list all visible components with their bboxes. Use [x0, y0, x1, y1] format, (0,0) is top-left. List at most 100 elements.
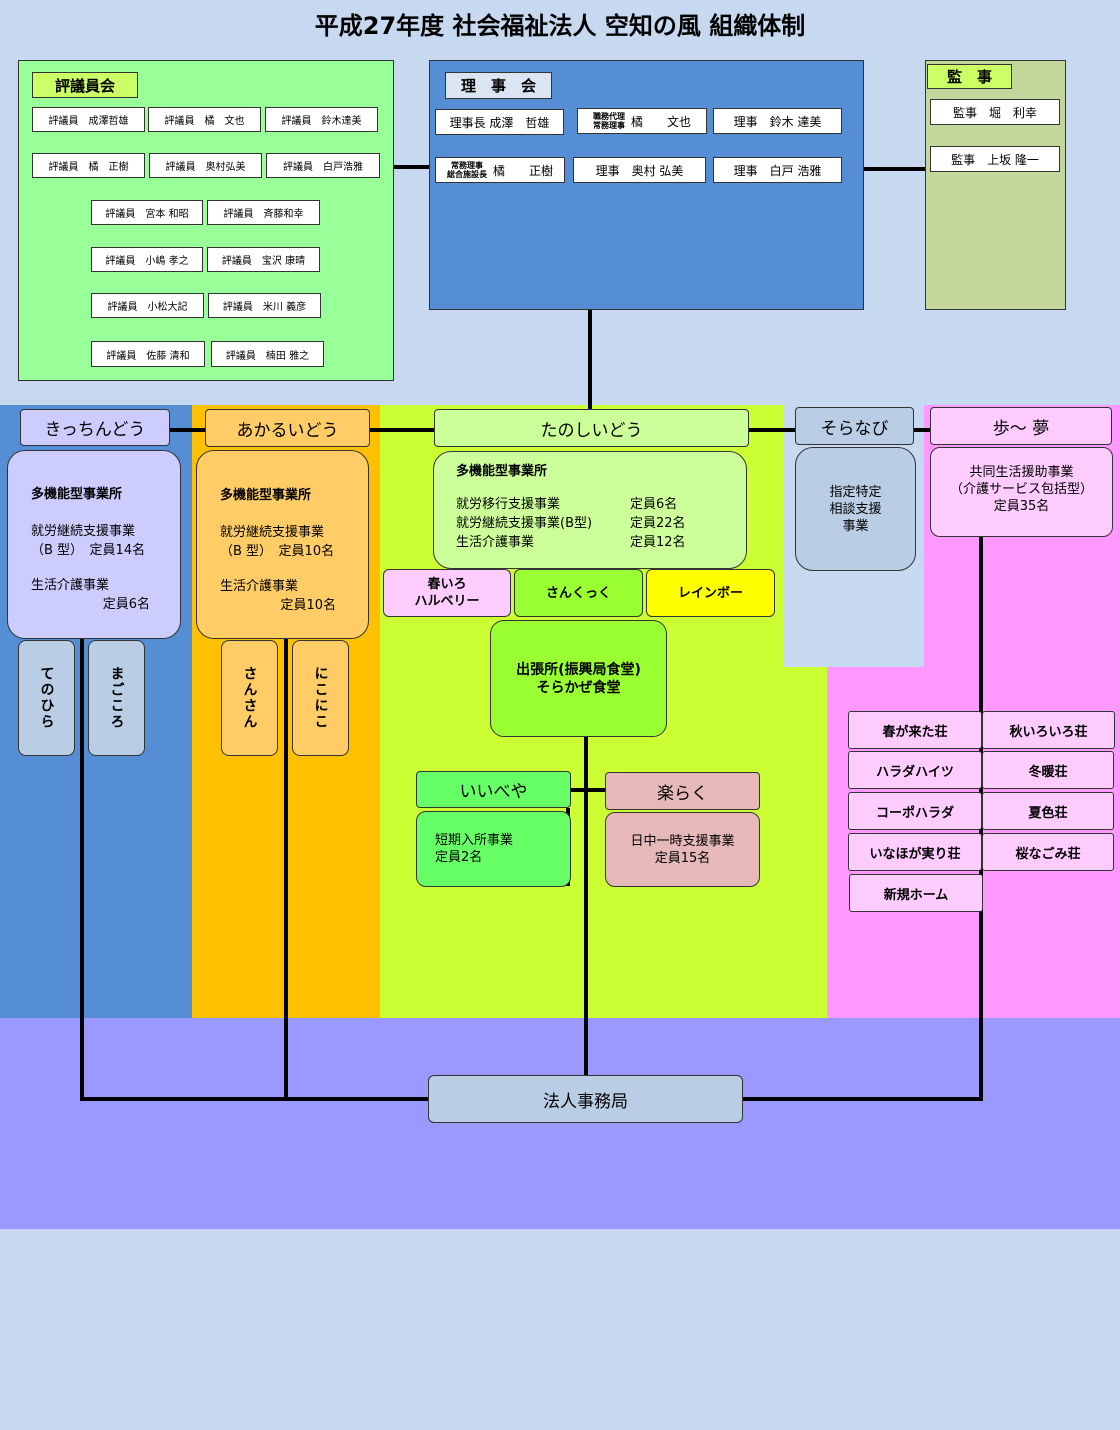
council-member: 評議員 白戸浩雅 [266, 153, 380, 178]
soranavi-line: 相談支援 [829, 502, 882, 517]
council-member: 評議員 橘 文也 [148, 107, 261, 132]
page-title: 平成27年度 社会福祉法人 空知の風 組織体制 [314, 12, 806, 40]
connector [284, 637, 288, 1100]
council-member: 評議員 米川 義彦 [208, 293, 321, 318]
soranavi-box: 指定特定 相談支援 事業 [795, 447, 916, 571]
corporate-office: 法人事務局 [428, 1075, 743, 1123]
ayumu-line: 定員35名 [993, 499, 1050, 514]
auditor-member: 監事 上坂 隆一 [930, 146, 1060, 172]
board-director: 理事 鈴木 達美 [713, 108, 842, 134]
iibeya-header: いいべや [416, 771, 571, 808]
ayumu-header: 歩～ 夢 [930, 407, 1112, 445]
board-managing-name: 橘 正樹 [492, 163, 553, 178]
akarui-service: 就労継続支援事業 [220, 525, 325, 540]
board-director: 理事 白戸 浩雅 [713, 157, 842, 183]
kitchin-header: きっちんどう [20, 409, 170, 446]
connector [584, 737, 588, 1075]
tanoshii-service-row: 就労移行支援事業定員6名 [456, 493, 746, 512]
office-zone [0, 1018, 1120, 1229]
tanoshii-sub-rainbow: レインボー [646, 569, 775, 617]
connector [566, 788, 606, 792]
council-member: 評議員 橘 正樹 [32, 153, 145, 178]
group-home: コーポハラダ [848, 792, 982, 830]
council-member: 評議員 宝沢 康晴 [207, 247, 320, 272]
council-member: 評議員 鈴木達美 [265, 107, 378, 132]
connector [913, 428, 931, 432]
kitchin-service: 就労継続支援事業 [31, 524, 136, 539]
ayumu-box: 共同生活援助事業 （介護サービス包括型） 定員35名 [930, 447, 1113, 537]
group-home: 新規ホーム [849, 874, 983, 912]
soranavi-line: 事業 [842, 519, 869, 534]
akarui-box-title: 多機能型事業所 [220, 488, 312, 503]
tanoshii-facility-box: 多機能型事業所 就労移行支援事業定員6名 就労継続支援事業(B型)定員22名 生… [433, 451, 747, 569]
tanoshii-sub-haruiro-line2: ハルベリー [414, 594, 480, 609]
kitchin-sub-tenohira: てのひら [18, 640, 75, 756]
auditor-member: 監事 堀 利幸 [930, 99, 1060, 125]
connector [80, 1097, 429, 1101]
tanoshii-service: 生活介護事業 [456, 535, 535, 550]
connector [588, 309, 592, 410]
tanoshii-sub-haruiro-line1: 春いろ [427, 577, 467, 592]
board-deputy-role: 常務理事 [592, 121, 625, 130]
iibeya-cap: 定員2名 [435, 850, 483, 865]
group-home: 秋いろいろ荘 [982, 711, 1115, 749]
council-member: 評議員 小嶋 孝之 [91, 247, 203, 272]
council-member: 評議員 佐藤 清和 [91, 341, 205, 367]
rakuraku-service: 日中一時支援事業 [630, 834, 735, 849]
akarui-sub-sansan: さんさん [221, 640, 278, 756]
tanoshii-sub-sankukku: さんくっく [514, 569, 643, 617]
group-home: 春が来た荘 [848, 711, 982, 749]
council-label: 評議員会 [32, 72, 138, 98]
group-home: 冬暖荘 [982, 751, 1114, 789]
group-home: 夏色荘 [982, 792, 1114, 830]
rakuraku-cap: 定員15名 [654, 851, 711, 866]
auditor-panel [925, 60, 1066, 310]
board-managing: 常務理事総合施設長 橘 正樹 [435, 157, 565, 183]
connector [748, 428, 796, 432]
akarui-service-cap: （B 型） 定員10名 [220, 544, 335, 559]
council-member: 評議員 成澤哲雄 [32, 107, 145, 132]
board-chair: 理事長 成澤 哲雄 [435, 109, 564, 135]
akarui-sub-nikoniko: にこにこ [292, 640, 349, 756]
group-home: ハラダハイツ [848, 751, 982, 789]
tanoshii-branch-office: 出張所(振興局食堂)そらかぜ食堂 [490, 620, 667, 737]
tanoshii-service-row: 生活介護事業 定員12名 [456, 531, 746, 550]
akarui-service: 生活介護事業 [220, 579, 299, 594]
council-member: 評議員 斉藤和幸 [207, 200, 320, 225]
board-deputy: 職務代理常務理事 橘 文也 [577, 108, 707, 134]
iibeya-box: 短期入所事業 定員2名 [416, 811, 571, 887]
kitchin-sub-magokoro: まごころ [88, 640, 145, 756]
council-member: 評議員 楠田 雅之 [211, 341, 324, 367]
board-label: 理 事 会 [445, 72, 552, 99]
group-home: 桜なごみ荘 [982, 833, 1114, 871]
board-deputy-role: 職務代理 [592, 112, 625, 121]
tanoshii-box-title: 多機能型事業所 [456, 464, 548, 479]
rakuraku-box: 日中一時支援事業 定員15名 [605, 812, 760, 887]
tanoshii-branch-line1: 出張所(振興局食堂) [516, 661, 641, 678]
council-member: 評議員 奥村弘美 [149, 153, 262, 178]
group-home: いなほが実り荘 [848, 833, 982, 871]
ayumu-line: （介護サービス包括型） [949, 482, 1093, 497]
kitchin-service-cap: （B 型） 定員14名 [31, 543, 146, 558]
tanoshii-sub-haruiro: 春いろハルベリー [383, 569, 511, 617]
tanoshii-service-row: 就労継続支援事業(B型)定員22名 [456, 512, 746, 531]
board-managing-role: 常務理事 [450, 161, 483, 170]
board-director: 理事 奥村 弘美 [573, 157, 706, 183]
soranavi-header: そらなび [795, 407, 914, 445]
auditor-label: 監 事 [927, 64, 1012, 89]
kitchin-box-title: 多機能型事業所 [31, 487, 123, 502]
connector [169, 428, 205, 432]
akarui-header: あかるいどう [205, 409, 370, 447]
connector [80, 637, 84, 1100]
tanoshii-service-cap: 定員12名 [630, 535, 686, 550]
soranavi-line: 指定特定 [829, 485, 882, 500]
connector [393, 165, 430, 169]
tanoshii-branch-line2: そらかぜ食堂 [536, 679, 621, 696]
tanoshii-service: 就労移行支援事業 [456, 497, 561, 512]
kitchin-service-cap: 定員6名 [102, 597, 150, 612]
akarui-facility-box: 多機能型事業所 就労継続支援事業 （B 型） 定員10名 生活介護事業 定員10… [196, 450, 369, 639]
connector [369, 428, 435, 432]
tanoshii-service: 就労継続支援事業(B型) [456, 516, 593, 531]
kitchin-service: 生活介護事業 [31, 578, 110, 593]
kitchin-facility-box: 多機能型事業所 就労継続支援事業 （B 型） 定員14名 生活介護事業 定員6名 [7, 450, 181, 639]
